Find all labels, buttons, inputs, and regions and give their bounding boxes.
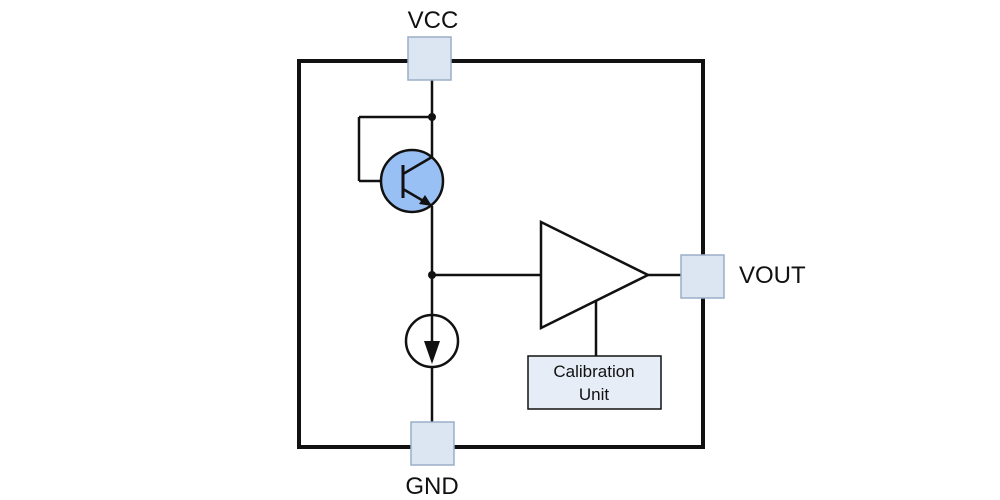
calibration-unit-label-line1: Calibration xyxy=(553,362,634,381)
calibration-unit-box: Calibration Unit xyxy=(527,355,662,410)
junction-dot xyxy=(428,271,436,279)
gnd-pin-pad xyxy=(410,421,455,466)
gnd-label: GND xyxy=(405,473,458,500)
vout-pin-pad xyxy=(680,254,725,299)
calibration-unit-label-line2: Unit xyxy=(579,385,610,404)
chip-outline xyxy=(297,59,705,449)
amplifier-icon xyxy=(539,219,651,331)
current-source-icon xyxy=(404,313,460,369)
vcc-pin-pad xyxy=(407,36,452,81)
junction-dot xyxy=(428,113,436,121)
vout-label: VOUT xyxy=(739,262,806,289)
vcc-label: VCC xyxy=(408,7,459,34)
transistor-icon xyxy=(379,148,445,214)
